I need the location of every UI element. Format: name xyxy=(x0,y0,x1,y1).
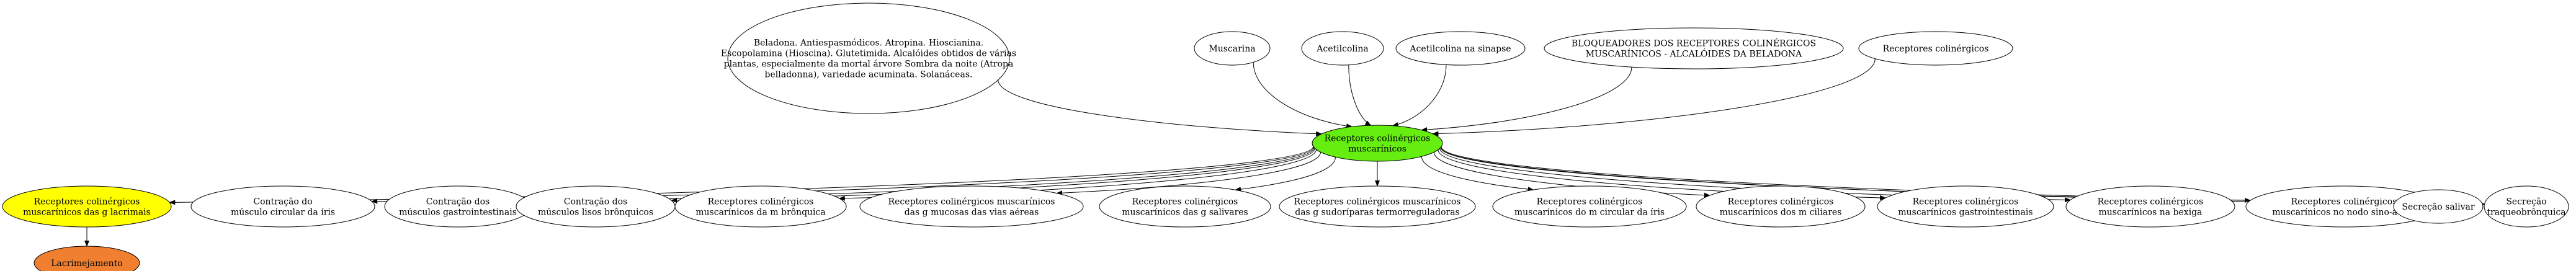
edge-acetilcolina-to-center xyxy=(1348,64,1372,126)
node-label: Contração do xyxy=(253,197,312,207)
node-label: Receptores colinérgicos xyxy=(1728,197,1834,207)
node-label: Receptores colinérgicos xyxy=(1537,197,1643,207)
node-ellipse xyxy=(2,185,172,228)
node-label: músculo circular da íris xyxy=(231,208,335,218)
node-label: MUSCARÍNICOS - ALCALÓIDES DA BELADONA xyxy=(1586,48,1802,60)
node-ellipse xyxy=(1312,125,1443,162)
node-label: Muscarina xyxy=(1209,44,1255,54)
node-lacrimejamento: Lacrimejamento xyxy=(34,246,140,271)
node-label: muscarínicos na bexiga xyxy=(2099,208,2203,218)
node-label: Receptores colinérgicos xyxy=(708,197,814,207)
node-ellipse xyxy=(674,185,847,228)
node-label: muscarínicos da m brônquica xyxy=(695,208,825,218)
node-label: belladonna), variedade acuminata. Solaná… xyxy=(765,70,973,80)
node-label: Escopolamina (Hioscina). Glutetimida. Al… xyxy=(721,49,1016,59)
node-label: BLOQUEADORES DOS RECEPTORES COLINÉRGICOS xyxy=(1572,38,1816,49)
node-label: plantas, especialmente da mortal árvore … xyxy=(724,60,1014,69)
node-secrecao-salivar: Secreção salivar xyxy=(2393,189,2484,224)
node-acetilcolina: Acetilcolina xyxy=(1301,31,1384,66)
node-ellipse xyxy=(1301,31,1384,66)
node-receptores-colinergicos: Receptores colinérgicos xyxy=(1858,31,2013,66)
node-label: Contração dos xyxy=(426,197,490,207)
node-ellipse xyxy=(859,185,1084,228)
edge-muscarina-to-center xyxy=(1253,62,1353,129)
node-label: das g sudoríparas termorreguladoras xyxy=(1295,208,1460,218)
node-ellipse xyxy=(1858,31,2013,66)
edge-center-to-salivares xyxy=(1235,157,1336,192)
node-ellipse xyxy=(1194,31,1271,66)
node-label: muscarínicos das g salivares xyxy=(1122,208,1248,218)
node-ellipse xyxy=(2484,185,2569,228)
node-label: músculos lisos brônquicos xyxy=(538,208,653,218)
node-label: muscarínicos das g lacrimais xyxy=(23,208,151,218)
node-label: muscarínicos no nodo sino-atrial xyxy=(2272,208,2416,218)
node-label: Lacrimejamento xyxy=(51,259,123,269)
node-ellipse xyxy=(1099,185,1271,228)
node-ellipse xyxy=(1877,185,2054,228)
edge-acetilcolina-sinapse-to-center xyxy=(1392,64,1447,127)
node-ellipse xyxy=(190,185,375,228)
node-label: das g mucosas das vias aéreas xyxy=(905,208,1039,218)
node-ellipse xyxy=(2065,185,2235,228)
node-beladona: Beladona. Antiespasmódicos. Atropina. Hi… xyxy=(721,2,1016,114)
node-label: Receptores colinérgicos xyxy=(2291,197,2397,207)
node-ellipse xyxy=(1544,27,1844,69)
node-ellipse xyxy=(1395,31,1526,66)
node-label: Beladona. Antiespasmódicos. Atropina. Hi… xyxy=(754,38,983,48)
node-label: Receptores colinérgicos muscarínicos xyxy=(1294,197,1461,207)
node-label: muscarínicos gastrointestinais xyxy=(1898,208,2033,218)
edge-center-to-m-circular-iris xyxy=(1421,156,1534,192)
node-ellipse xyxy=(34,246,140,271)
node-label: traqueobrônquica xyxy=(2487,208,2565,218)
node-muscarina: Muscarina xyxy=(1194,31,1271,66)
node-bloqueadores: BLOQUEADORES DOS RECEPTORES COLINÉRGICOS… xyxy=(1544,27,1844,69)
node-label: muscarínicos do m circular da íris xyxy=(1514,208,1665,218)
edge-receptores-colinergicos-to-center xyxy=(1432,58,1876,136)
node-ellipse xyxy=(1696,185,1866,228)
edge-center-to-vias-aereas xyxy=(1056,152,1322,196)
node-label: Contração dos xyxy=(564,197,627,207)
node-label: Receptores colinérgicos xyxy=(2098,197,2204,207)
node-label: Secreção xyxy=(2506,197,2546,207)
node-label: Receptores colinérgicos muscarínicos xyxy=(888,197,1055,207)
node-acetilcolina-sinapse: Acetilcolina na sinapse xyxy=(1395,31,1526,66)
node-label: músculos gastrointestinais xyxy=(399,208,517,218)
node-label: Receptores colinérgicos xyxy=(1325,134,1431,144)
node-ellipse xyxy=(727,2,1010,114)
node-ellipse xyxy=(1492,185,1687,228)
node-ellipse xyxy=(1279,185,1476,228)
node-label: Receptores colinérgicos xyxy=(1913,197,2019,207)
node-label: Acetilcolina na sinapse xyxy=(1409,44,1511,54)
node-vias-aereas: Receptores colinérgicos muscarínicosdas … xyxy=(859,185,1084,228)
node-label: Receptores colinérgicos xyxy=(1883,44,1989,54)
edge-bloqueadores-to-center xyxy=(1421,67,1632,133)
edge-beladona-to-center xyxy=(998,79,1323,136)
node-label: Receptores colinérgicos xyxy=(1132,197,1238,207)
node-ellipse xyxy=(2393,189,2484,224)
node-label: Secreção salivar xyxy=(2402,202,2475,212)
node-label: Acetilcolina xyxy=(1316,44,1368,54)
node-label: muscarínicos xyxy=(1348,144,1407,154)
node-label: Receptores colinérgicos xyxy=(34,197,140,207)
node-sudoriparas: Receptores colinérgicos muscarínicosdas … xyxy=(1279,185,1476,228)
edge-center-to-sino-atrial xyxy=(1440,147,2252,203)
node-label: muscarínicos dos m ciliares xyxy=(1720,208,1842,218)
edges-layer xyxy=(84,58,2485,247)
